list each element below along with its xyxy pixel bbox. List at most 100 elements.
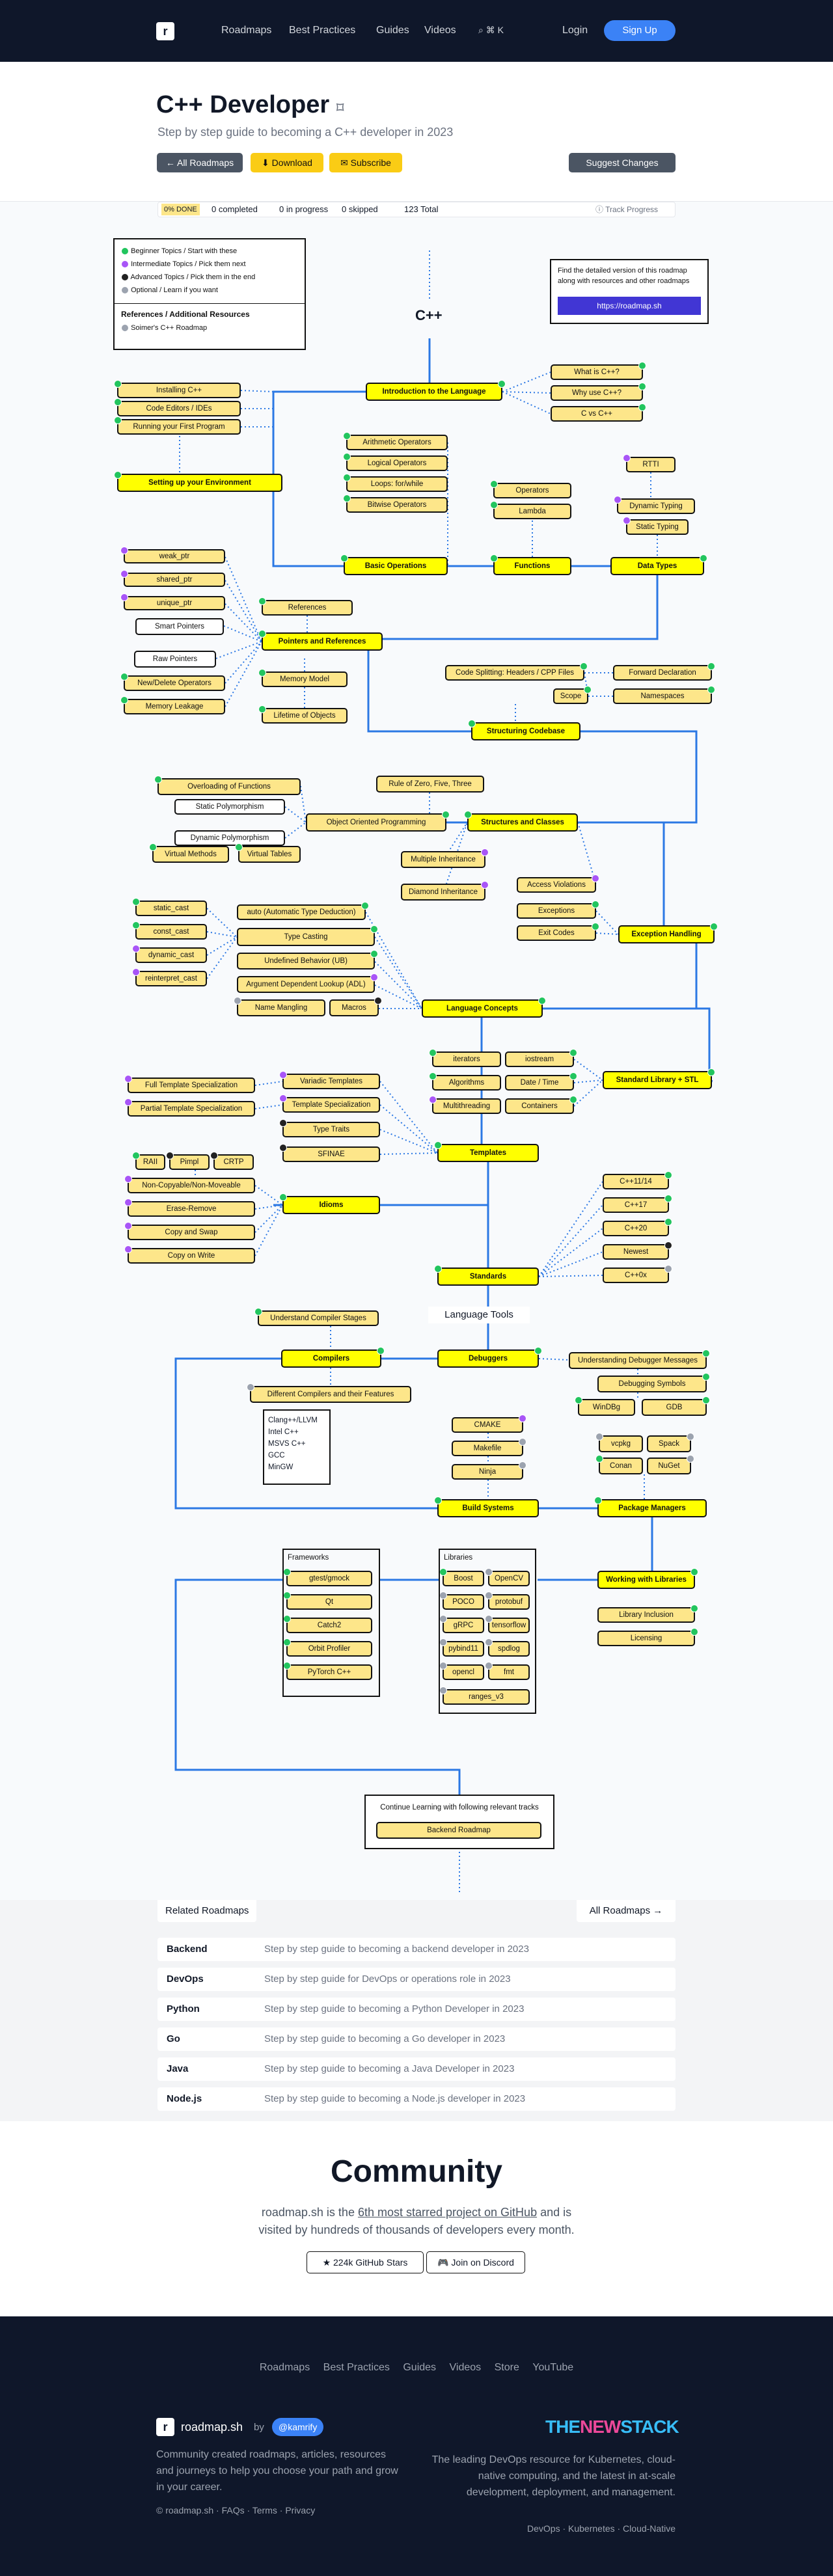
roadmap-node-access-violations[interactable]: Access Violations [517, 874, 599, 893]
roadmap-node-algorithms[interactable]: Algorithms [429, 1072, 501, 1091]
roadmap-node-dynamic-cast[interactable]: dynamic_cast [132, 945, 207, 963]
roadmap-node-dynamic-typing[interactable]: Dynamic Typing [614, 496, 695, 514]
nav-roadmaps[interactable]: Roadmaps [221, 25, 272, 36]
roadmap-site-link[interactable]: https://roadmap.sh [558, 297, 701, 315]
roadmap-node-iterators[interactable]: iterators [429, 1049, 501, 1067]
thenewstack-logo[interactable]: THENEWSTACK [545, 2417, 679, 2437]
roadmap-node-scope[interactable]: Scope [553, 686, 592, 704]
nav-guides[interactable]: Guides [376, 25, 409, 36]
roadmap-node-pimpl[interactable]: Pimpl [166, 1152, 210, 1170]
roadmap-node-static-polymorphism[interactable]: Static Polymorphism [174, 799, 285, 815]
roadmap-node-cmake[interactable]: CMAKE [452, 1415, 526, 1433]
roadmap-node-opencl[interactable]: opencl [439, 1662, 484, 1680]
roadmap-node-object-oriented-programming[interactable]: Object Oriented Programming [306, 811, 450, 832]
footer-link-youtube[interactable]: YouTube [532, 2362, 574, 2373]
roadmap-node-setting-up-your-environment[interactable]: Setting up your Environment [114, 471, 282, 492]
roadmap-node-shared-ptr[interactable]: shared_ptr [120, 570, 225, 587]
track-progress-button[interactable]: ⓘ Track Progress [595, 205, 659, 214]
roadmap-node-installing-c[interactable]: Installing C++ [114, 380, 241, 398]
roadmap-node-makefile[interactable]: Makefile [452, 1438, 526, 1456]
roadmap-node-copy-and-swap[interactable]: Copy and Swap [124, 1222, 255, 1240]
roadmap-node-erase-remove[interactable]: Erase-Remove [124, 1199, 255, 1217]
search-shortcut[interactable]: ⌕ ⌘ K [478, 25, 504, 35]
roadmap-node-rtti[interactable]: RTTI [623, 454, 676, 472]
roadmap-node-structures-and-classes[interactable]: Structures and Classes [464, 811, 578, 832]
roadmap-node-poco[interactable]: POCO [439, 1592, 484, 1610]
roadmap-node-what-is-c[interactable]: What is C++? [551, 362, 646, 380]
roadmap-node-lifetime-of-objects[interactable]: Lifetime of Objects [258, 705, 348, 724]
roadmap-node-qt[interactable]: Qt [283, 1592, 372, 1610]
footer-link-roadmaps[interactable]: Roadmaps [259, 2362, 310, 2373]
roadmap-node-partial-template-specialization[interactable]: Partial Template Specialization [124, 1098, 255, 1117]
roadmap-node-basic-operations[interactable]: Basic Operations [340, 554, 448, 575]
roadmap-node-compilers[interactable]: Compilers [281, 1347, 385, 1368]
roadmap-node-static-typing[interactable]: Static Typing [623, 517, 689, 535]
roadmap-node-crtp[interactable]: CRTP [210, 1152, 254, 1170]
roadmap-node-build-systems[interactable]: Build Systems [434, 1497, 539, 1517]
roadmap-node-arithmetic-operators[interactable]: Arithmetic Operators [343, 432, 448, 450]
all-roadmaps-button[interactable]: ← All Roadmaps [157, 153, 243, 172]
roadmap-node-auto-automatic-type-deduction[interactable]: auto (Automatic Type Deduction) [237, 902, 369, 920]
roadmap-node-spack[interactable]: Spack [647, 1433, 694, 1452]
roadmap-node-non-copyable-non-moveable[interactable]: Non-Copyable/Non-Moveable [124, 1175, 255, 1193]
roadmap-node-debuggers[interactable]: Debuggers [437, 1347, 542, 1368]
nav-videos[interactable]: Videos [424, 25, 456, 36]
roadmap-node-exit-codes[interactable]: Exit Codes [517, 923, 599, 941]
download-button[interactable]: ⬇ Download [251, 153, 323, 172]
roadmap-node-different-compilers-and-their-features[interactable]: Different Compilers and their Features [247, 1383, 411, 1403]
roadmap-node-name-mangling[interactable]: Name Mangling [234, 997, 325, 1016]
roadmap-node-ninja[interactable]: Ninja [452, 1461, 526, 1480]
roadmap-node-multiple-inheritance[interactable]: Multiple Inheritance [401, 848, 489, 868]
roadmap-node-code-splitting-headers-cpp-files[interactable]: Code Splitting: Headers / CPP Files [445, 662, 588, 681]
roadmap-node-lambda[interactable]: Lambda [490, 501, 571, 519]
roadmap-node-structuring-codebase[interactable]: Structuring Codebase [468, 720, 580, 740]
bookmark-icon[interactable]: ⌑ [336, 100, 344, 116]
roadmap-node-spdlog[interactable]: spdlog [485, 1638, 530, 1657]
thenewstack-links[interactable]: DevOps · Kubernetes · Cloud-Native [527, 2523, 676, 2534]
roadmap-node-idioms[interactable]: Idioms [279, 1193, 380, 1214]
discord-button[interactable]: 🎮 Join on Discord [426, 2251, 525, 2273]
roadmap-node-c-vs-c[interactable]: C vs C++ [551, 403, 646, 422]
roadmap-node-macros[interactable]: Macros [329, 997, 382, 1016]
roadmap-node-template-specialization[interactable]: Template Specialization [279, 1094, 380, 1113]
roadmap-node-static-cast[interactable]: static_cast [132, 898, 207, 916]
roadmap-node-c-0x[interactable]: C++0x [603, 1265, 672, 1283]
roadmap-node-logical-operators[interactable]: Logical Operators [343, 453, 448, 471]
roadmap-node-code-editors-ides[interactable]: Code Editors / IDEs [114, 398, 241, 416]
suggest-changes-button[interactable]: Suggest Changes [569, 153, 676, 172]
roadmap-node-pybind11[interactable]: pybind11 [439, 1638, 484, 1657]
roadmap-node-exception-handling[interactable]: Exception Handling [618, 923, 718, 943]
author-badge[interactable]: @kamrify [272, 2418, 324, 2436]
roadmap-node-copy-on-write[interactable]: Copy on Write [124, 1245, 255, 1264]
roadmap-node-running-your-first-program[interactable]: Running your First Program [114, 416, 241, 435]
roadmap-node-date-time[interactable]: Date / Time [505, 1072, 577, 1091]
roadmap-node-fmt[interactable]: fmt [485, 1662, 530, 1680]
roadmap-node-virtual-tables[interactable]: Virtual Tables [235, 843, 301, 863]
roadmap-node-raii[interactable]: RAII [132, 1152, 165, 1170]
roadmap-node-diamond-inheritance[interactable]: Diamond Inheritance [401, 881, 489, 901]
roadmap-node-reinterpret-cast[interactable]: reinterpret_cast [132, 968, 207, 986]
roadmap-node-sfinae[interactable]: SFINAE [279, 1144, 380, 1162]
footer-link-guides[interactable]: Guides [403, 2362, 437, 2373]
roadmap-node-understanding-debugger-messages[interactable]: Understanding Debugger Messages [569, 1349, 710, 1369]
roadmap-node-raw-pointers[interactable]: Raw Pointers [134, 651, 216, 668]
github-link[interactable]: 6th most starred project on GitHub [357, 2206, 538, 2219]
roadmap-node-const-cast[interactable]: const_cast [132, 921, 207, 940]
roadmap-node-undefined-behavior-ub[interactable]: Undefined Behavior (UB) [237, 950, 378, 969]
roadmap-node-licensing[interactable]: Licensing [597, 1628, 698, 1646]
legend-reference-link[interactable]: Soimer's C++ Roadmap [121, 324, 207, 332]
roadmap-node-operators[interactable]: Operators [490, 480, 571, 498]
nav-best-practices[interactable]: Best Practices [289, 25, 356, 36]
roadmap-node-debugging-symbols[interactable]: Debugging Symbols [597, 1373, 710, 1392]
roadmap-node-full-template-specialization[interactable]: Full Template Specialization [124, 1075, 255, 1093]
roadmap-node-functions[interactable]: Functions [490, 554, 571, 575]
roadmap-node-tensorflow[interactable]: tensorflow [485, 1615, 530, 1633]
roadmap-node-boost[interactable]: Boost [439, 1568, 484, 1586]
roadmap-node-gtest-gmock[interactable]: gtest/gmock [283, 1568, 372, 1586]
roadmap-node-memory-model[interactable]: Memory Model [258, 669, 348, 687]
roadmap-node-vcpkg[interactable]: vcpkg [595, 1433, 643, 1452]
roadmap-node-templates[interactable]: Templates [434, 1141, 539, 1162]
